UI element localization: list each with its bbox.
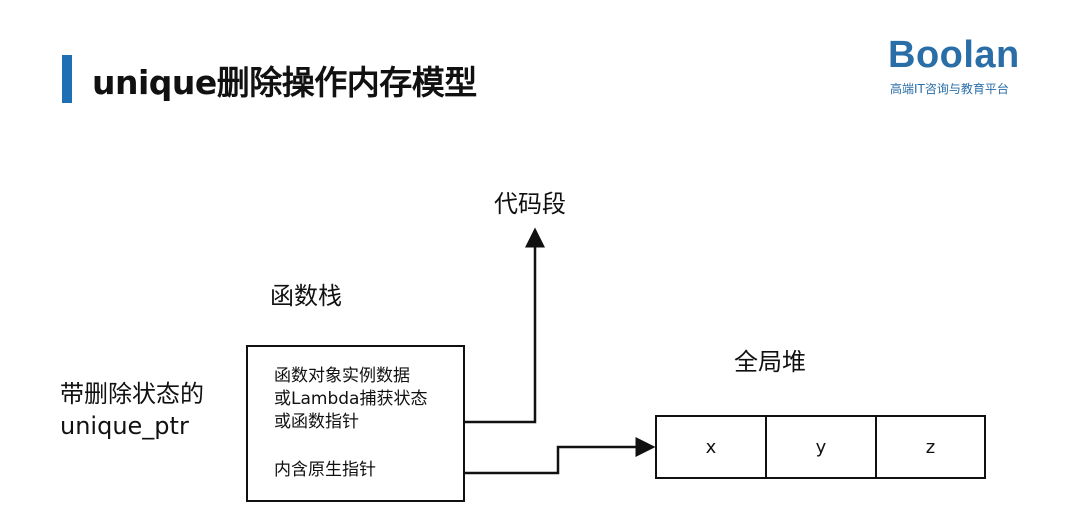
- heap-block: x y z: [655, 415, 986, 479]
- arrow-to-code-segment: [464, 227, 545, 424]
- unique-ptr-label-line1: 带删除状态的: [60, 380, 204, 408]
- arrow-to-heap: [464, 437, 656, 475]
- title-accent-bar: [62, 55, 72, 103]
- stack-box-line1: 函数对象实例数据: [274, 366, 410, 386]
- heap-label: 全局堆: [734, 348, 806, 376]
- stack-box-line3: 或函数指针: [274, 412, 359, 432]
- logo: Boolan: [888, 34, 1020, 76]
- logo-tagline: 高端IT咨询与教育平台: [890, 82, 1009, 96]
- stack-box-line2: 或Lambda捕获状态: [274, 389, 428, 409]
- stack-box: 函数对象实例数据 或Lambda捕获状态 或函数指针 内含原生指针: [246, 345, 465, 502]
- heap-cell-z: z: [925, 436, 936, 458]
- code-segment-label: 代码段: [494, 190, 566, 218]
- unique-ptr-label-line2: unique_ptr: [60, 412, 189, 440]
- heap-cell-x: x: [657, 417, 767, 477]
- heap-cell-y: y: [767, 417, 877, 477]
- stack-label: 函数栈: [270, 282, 342, 310]
- stack-box-line4: 内含原生指针: [274, 460, 376, 480]
- slide-title: unique删除操作内存模型: [92, 63, 477, 102]
